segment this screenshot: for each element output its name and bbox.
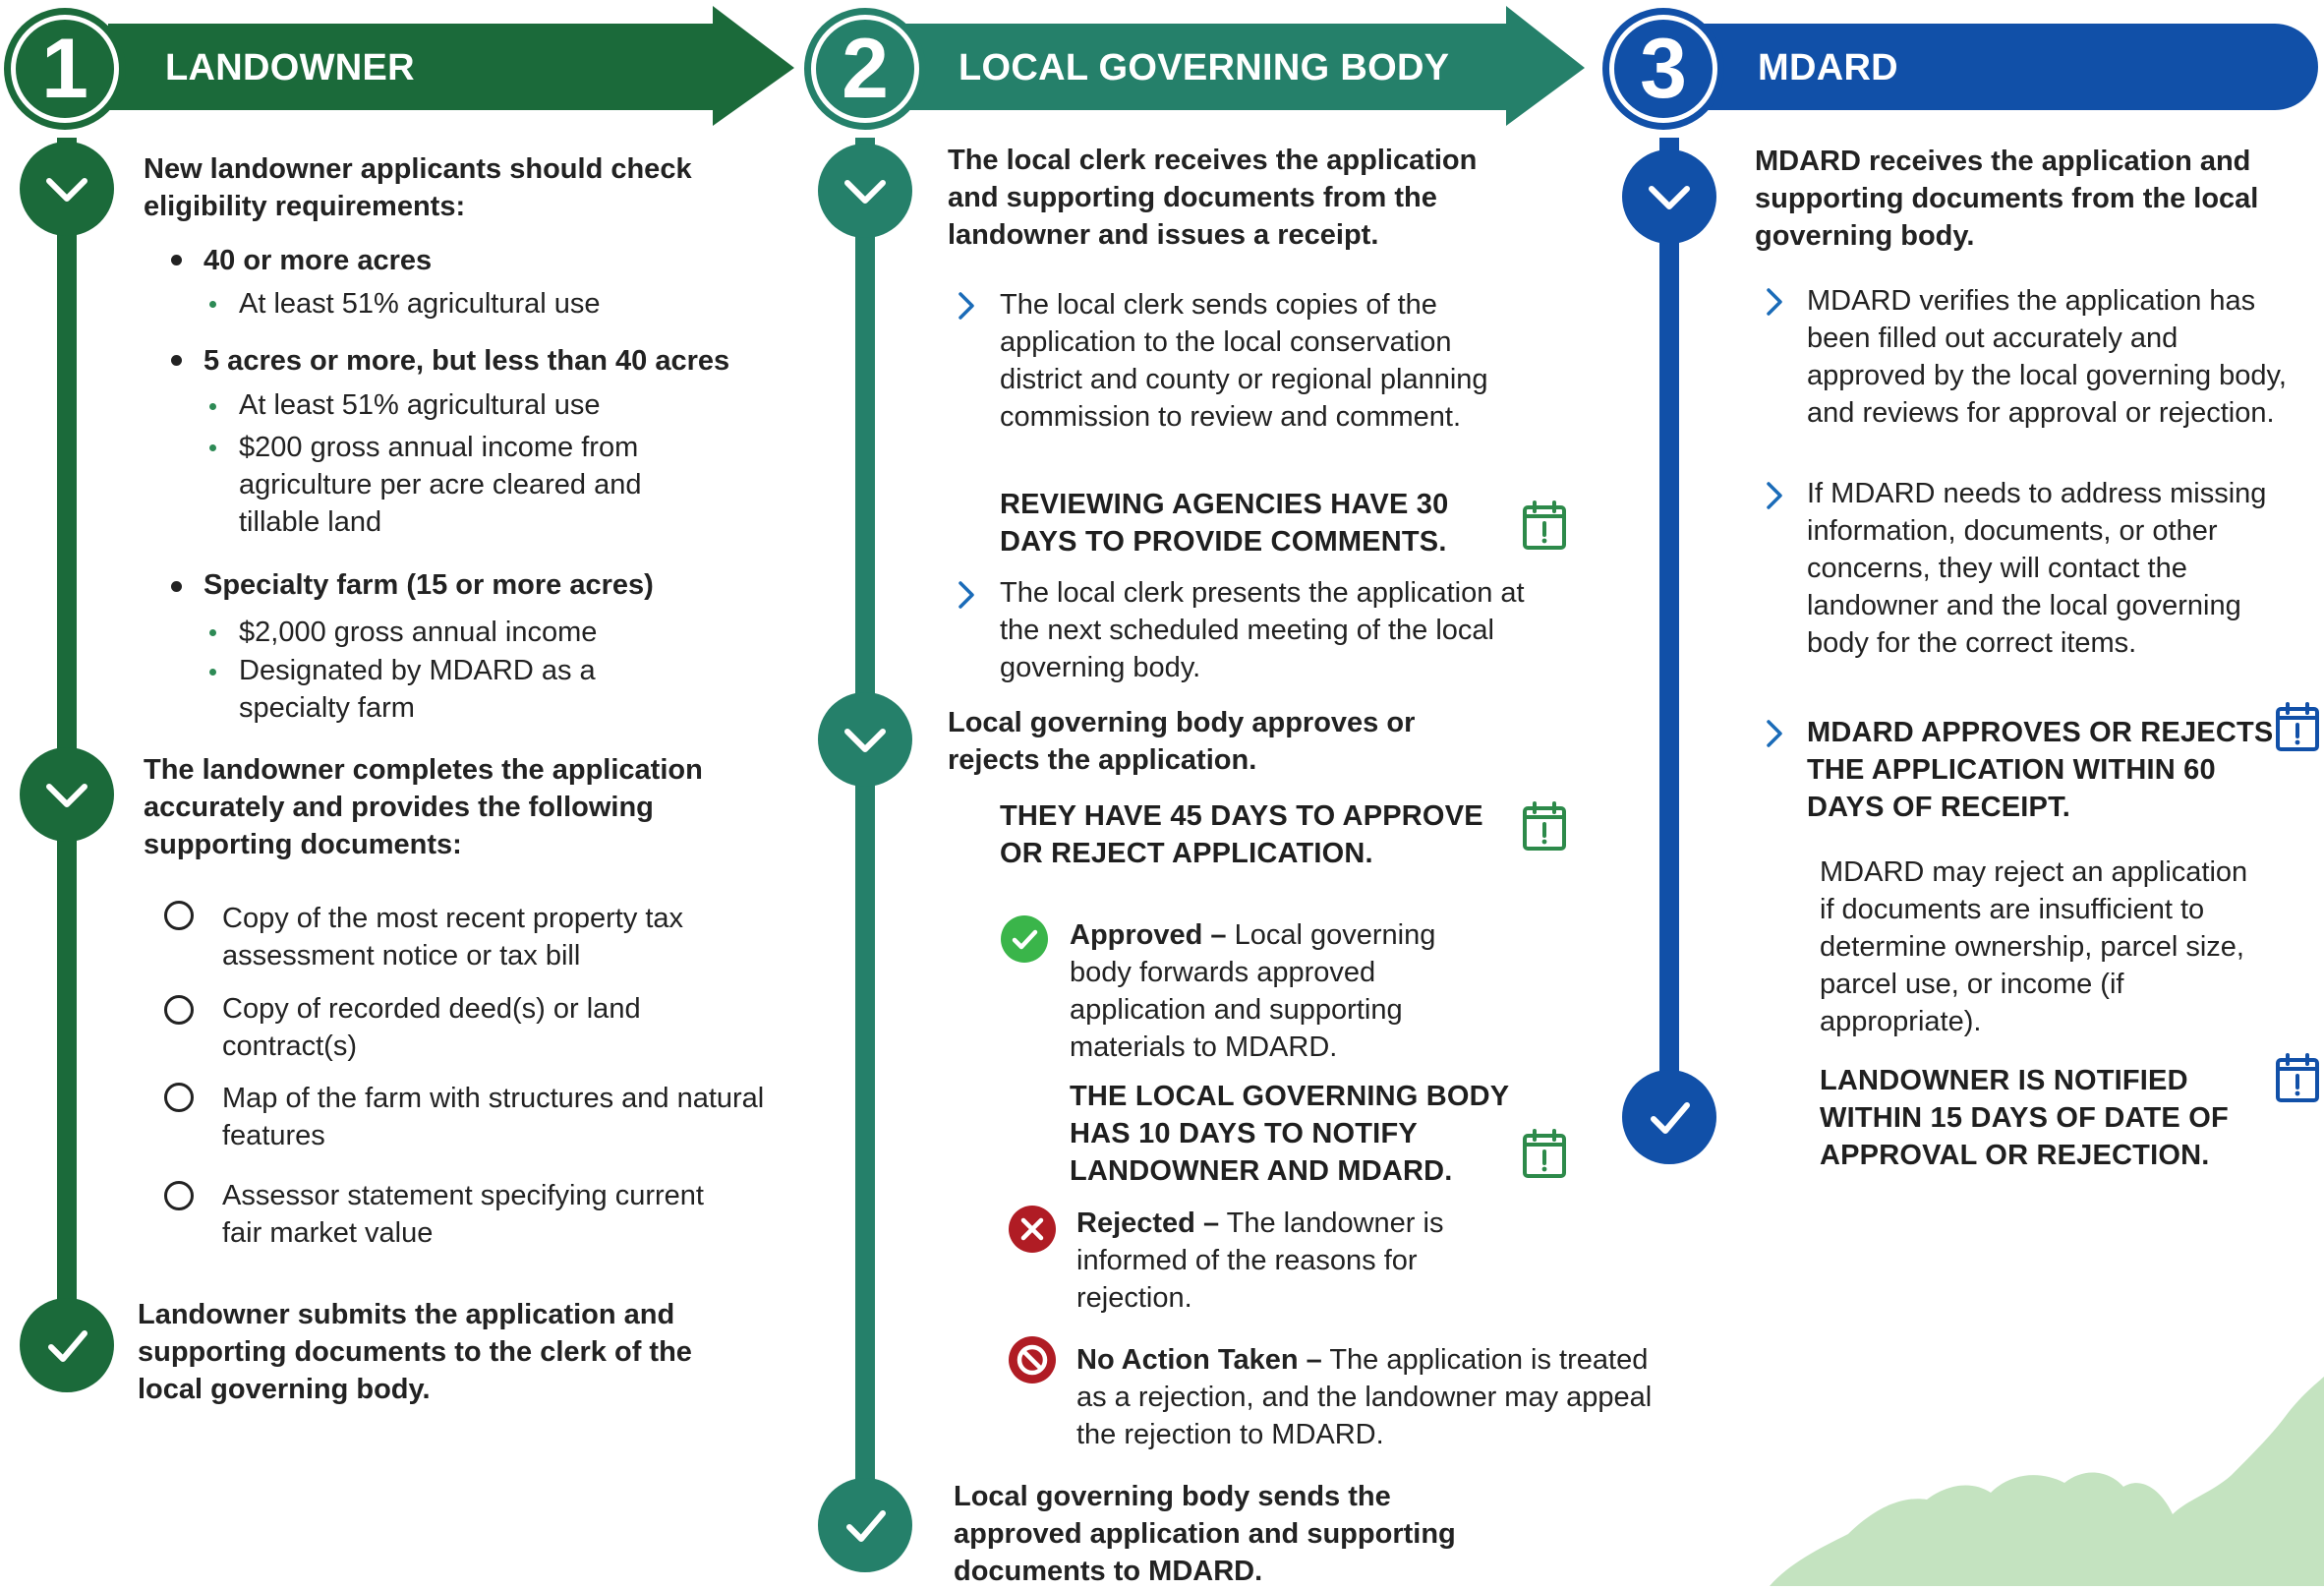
header-banners (108, 6, 2318, 126)
landowner-step-complete-application: The landowner completes the application … (144, 754, 703, 860)
document-deed: Copy of recorded deed(s) or land contrac… (222, 993, 641, 1062)
chevron-down-icon (1622, 149, 1716, 244)
checkbox-circle-icon (164, 1083, 194, 1112)
sub-bullet (209, 403, 216, 410)
requirement-5-to-40-acres: 5 acres or more, but less than 40 acres (203, 345, 730, 377)
no-action-icon (1009, 1336, 1056, 1384)
lgb-step-receive: The local clerk receives the application… (948, 145, 1478, 251)
lgb-step-send-to-mdard: Local governing body sends the approved … (954, 1481, 1456, 1587)
michigan-map-silhouette (1770, 1377, 2324, 1586)
no-action-text: The application is treated as a rejectio… (1076, 1344, 1653, 1450)
landowner-step-submit: Landowner submits the application and su… (138, 1299, 692, 1405)
sub-bullet (209, 629, 216, 636)
requirement-specialty-farm-detail-2: Designated by MDARD as a specialty farm (239, 655, 596, 724)
chevron-right-icon (1767, 288, 1782, 316)
checkbox-circle-icon (164, 1181, 194, 1210)
chevron-down-icon (818, 144, 912, 238)
column-title-local-governing-body: LOCAL GOVERNING BODY (959, 47, 1450, 88)
rejected-label: Rejected – (1076, 1207, 1220, 1239)
rejected-description: Rejected – The landowner is informed of … (1076, 1205, 1489, 1317)
deadline-10-days: THE LOCAL GOVERNING BODY HAS 10 DAYS TO … (1070, 1081, 1509, 1187)
chevron-down-icon (20, 142, 114, 236)
calendar-alert-icon (1523, 501, 1566, 550)
checkmark-icon (1622, 1070, 1716, 1164)
chevron-down-icon (818, 692, 912, 787)
mdard-deadline-15-days: LANDOWNER IS NOTIFIED WITHIN 15 DAYS OF … (1820, 1065, 2229, 1171)
requirement-5-to-40-acres-detail-2: $200 gross annual income from agricultur… (239, 432, 642, 538)
requirement-specialty-farm: Specialty farm (15 or more acres) (203, 569, 654, 601)
sub-bullet (209, 301, 216, 308)
checkmark-icon (818, 1478, 912, 1572)
rejected-x-icon (1009, 1206, 1056, 1253)
chevron-right-icon (1767, 482, 1782, 509)
chevron-right-icon (959, 581, 974, 609)
lgb-item-present: The local clerk presents the application… (1000, 577, 1525, 683)
chevron-right-icon (1767, 720, 1782, 747)
calendar-alert-icon (1523, 1129, 1566, 1178)
step-number-1: 1 (4, 8, 126, 130)
calendar-alert-icon (1523, 801, 1566, 851)
bullet (171, 581, 182, 592)
chevron-down-icon (20, 747, 114, 842)
approved-text: Local governing body forwards approved a… (1070, 919, 1436, 1063)
mdard-deadline-60-days: MDARD APPROVES OR REJECTS THE APPLICATIO… (1807, 717, 2274, 823)
no-action-description: No Action Taken – The application is tre… (1076, 1341, 1666, 1453)
bullet (171, 355, 182, 366)
requirement-5-to-40-acres-detail-1: At least 51% agricultural use (239, 389, 601, 421)
checkbox-circle-icon (164, 995, 194, 1025)
mdard-item-verify: MDARD verifies the application has been … (1807, 285, 2287, 429)
sub-bullet (209, 669, 216, 676)
approved-label: Approved – (1070, 919, 1227, 951)
document-farm-map: Map of the farm with structures and natu… (222, 1083, 765, 1151)
checkbox-circle-icon (164, 901, 194, 930)
lgb-step-approve-reject: Local governing body approves or rejects… (948, 707, 1416, 776)
column-title-landowner: LANDOWNER (165, 47, 415, 88)
landowner-step-check-eligibility: New landowner applicants should check el… (144, 153, 692, 222)
document-tax-assessment: Copy of the most recent property tax ass… (222, 903, 684, 972)
timeline-line-3 (1659, 138, 1679, 1121)
requirement-specialty-farm-detail-1: $2,000 gross annual income (239, 617, 598, 648)
deadline-30-days: REVIEWING AGENCIES HAVE 30 DAYS TO PROVI… (1000, 489, 1449, 558)
bullet (171, 255, 182, 265)
no-action-label: No Action Taken – (1076, 1344, 1322, 1376)
calendar-alert-icon (2276, 702, 2319, 751)
requirement-40-acres-detail: At least 51% agricultural use (239, 288, 601, 320)
requirement-40-acres: 40 or more acres (203, 245, 433, 276)
deadline-45-days: THEY HAVE 45 DAYS TO APPROVE OR REJECT A… (1000, 800, 1483, 869)
mdard-step-receive: MDARD receives the application and suppo… (1755, 146, 2259, 252)
timeline-line-1 (57, 138, 77, 1347)
timeline-line-2 (855, 138, 875, 1534)
checkmark-icon (20, 1298, 114, 1392)
lgb-item-send-copies: The local clerk sends copies of the appl… (1000, 289, 1488, 433)
calendar-alert-icon (2276, 1053, 2319, 1102)
approved-check-icon (1001, 915, 1048, 963)
rejected-text: The landowner is informed of the reasons… (1076, 1207, 1444, 1314)
chevron-right-icon (959, 292, 974, 320)
document-assessor-statement: Assessor statement specifying current fa… (222, 1180, 704, 1249)
approved-description: Approved – Local governing body forwards… (1070, 916, 1502, 1066)
step-number-2: 2 (804, 8, 926, 130)
mdard-rejection-note: MDARD may reject an application if docum… (1820, 856, 2248, 1037)
step-number-3: 3 (1602, 8, 1724, 130)
sub-bullet (209, 444, 216, 451)
mdard-item-missing-info: If MDARD needs to address missing inform… (1807, 478, 2267, 659)
column-title-mdard: MDARD (1758, 47, 1898, 88)
